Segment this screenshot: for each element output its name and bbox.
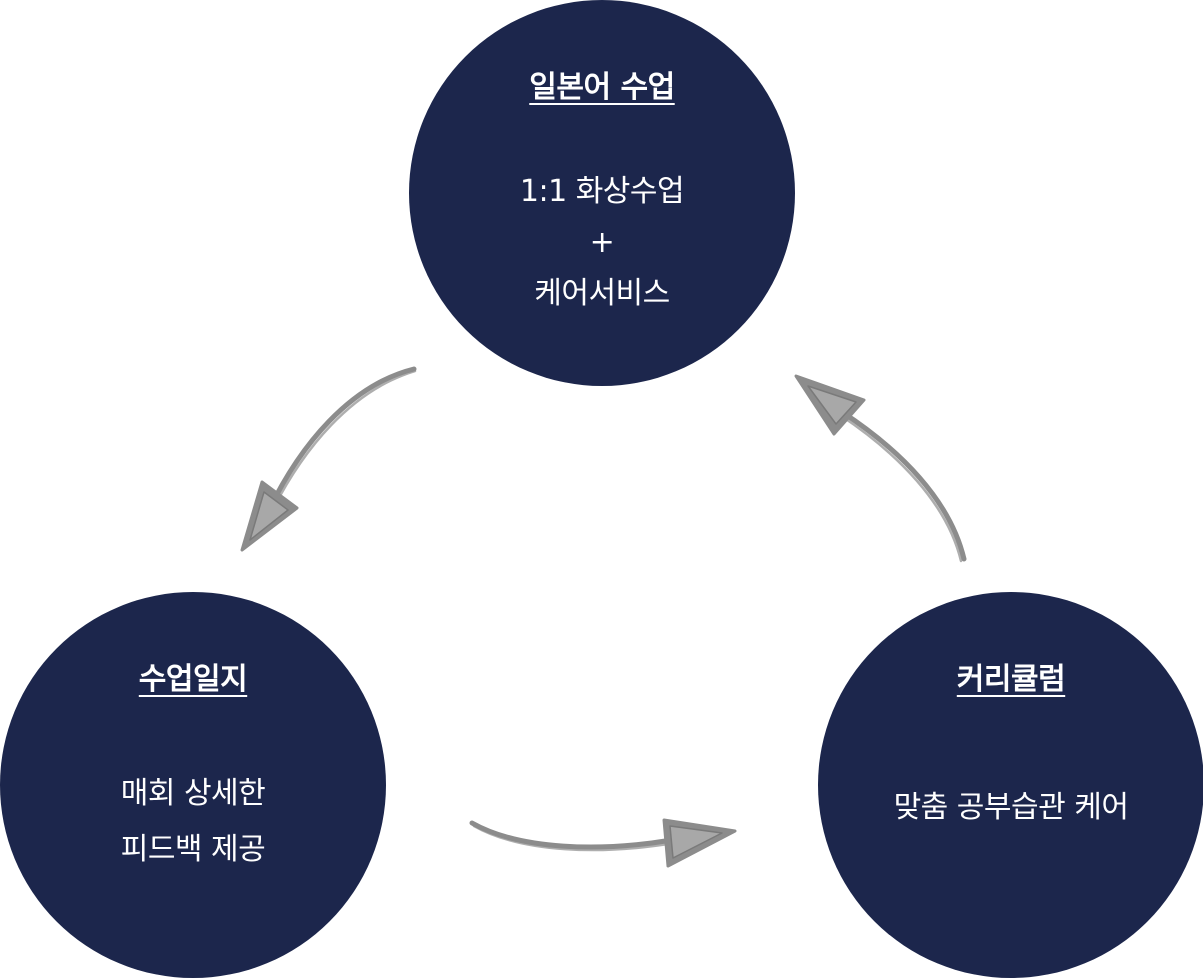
node-line: 맞춤 공부습관 케어 [893, 790, 1129, 825]
node-line: 매회 상세한 [120, 776, 266, 811]
node-line: 피드백 제공 [120, 832, 266, 867]
node-title: 일본어 수업 [529, 70, 675, 105]
node-line: + [589, 225, 615, 260]
node-title: 수업일지 [138, 662, 248, 697]
arrow-right-to-top [794, 374, 967, 563]
node-line: 1:1 화상수업 [519, 174, 685, 209]
arrow-top-to-left [240, 366, 417, 552]
node-line: 케어서비스 [534, 276, 670, 311]
node-title: 커리큘럼 [956, 662, 1066, 697]
node-japanese-class: 일본어 수업 1:1 화상수업 + 케어서비스 [409, 0, 795, 386]
node-description: 매회 상세한 피드백 제공 [0, 766, 386, 878]
node-description: 맞춤 공부습관 케어 [818, 788, 1203, 828]
node-curriculum: 커리큘럼 맞춤 공부습관 케어 [818, 592, 1203, 978]
arrow-left-to-right [469, 818, 737, 868]
node-class-journal: 수업일지 매회 상세한 피드백 제공 [0, 592, 386, 978]
node-description: 1:1 화상수업 + 케어서비스 [409, 166, 795, 319]
